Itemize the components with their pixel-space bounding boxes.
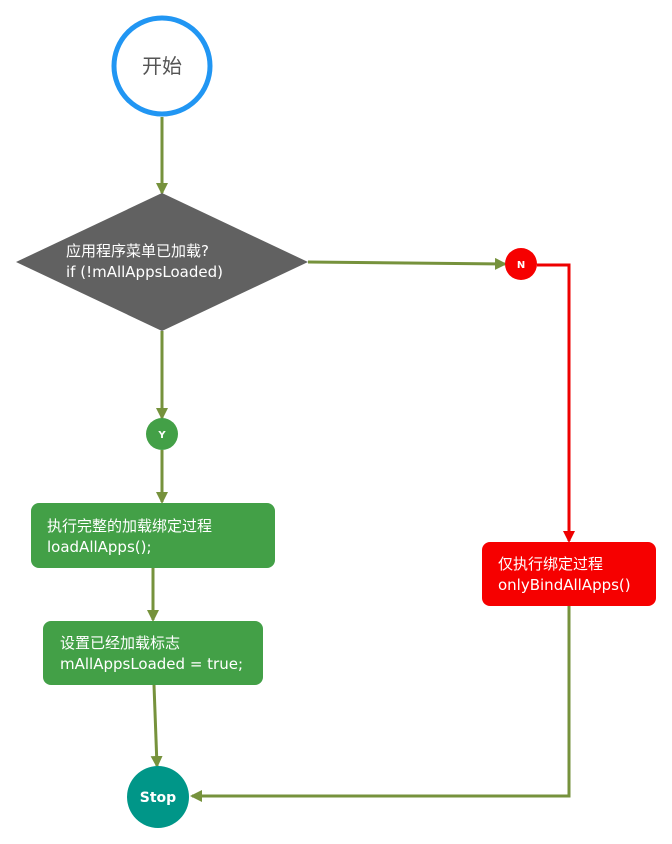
connector-set-flag-to-stop <box>150 684 163 768</box>
start-node: 开始 <box>111 15 213 117</box>
stop-node: Stop <box>127 766 189 828</box>
decision-condition: if (!mAllAppsLoaded) <box>66 263 223 281</box>
stop-label: Stop <box>140 790 176 806</box>
start-label: 开始 <box>142 54 182 78</box>
connector-bind-only-to-stop <box>190 606 571 802</box>
decision-node: 应用程序菜单已加载? if (!mAllAppsLoaded) <box>16 193 308 331</box>
branch-yes-label: Y <box>157 430 166 441</box>
connector-decision-to-no <box>307 257 507 270</box>
branch-yes-circle <box>146 418 178 450</box>
full-load-process: 执行完整的加载绑定过程 loadAllApps(); <box>31 503 275 568</box>
connector-no-to-bind-only <box>537 263 575 543</box>
decision-diamond <box>16 193 308 331</box>
bind-only-title: 仅执行绑定过程 <box>498 555 603 573</box>
full-load-box <box>31 503 275 568</box>
bind-only-box <box>482 542 656 606</box>
set-flag-process: 设置已经加载标志 mAllAppsLoaded = true; <box>43 621 263 685</box>
full-load-title: 执行完整的加载绑定过程 <box>47 517 212 535</box>
branch-no-circle <box>505 248 537 280</box>
decision-question: 应用程序菜单已加载? <box>66 242 209 260</box>
branch-yes-badge: Y <box>146 418 178 450</box>
set-flag-box <box>43 621 263 685</box>
start-circle <box>111 15 213 117</box>
bind-only-process: 仅执行绑定过程 onlyBindAllApps() <box>482 542 656 606</box>
branch-no-badge: N <box>505 248 537 280</box>
branch-no-label: N <box>517 260 525 271</box>
set-flag-code: mAllAppsLoaded = true; <box>60 655 243 673</box>
bind-only-code: onlyBindAllApps() <box>498 576 631 594</box>
stop-circle <box>127 766 189 828</box>
full-load-code: loadAllApps(); <box>47 538 152 556</box>
set-flag-title: 设置已经加载标志 <box>60 634 180 652</box>
